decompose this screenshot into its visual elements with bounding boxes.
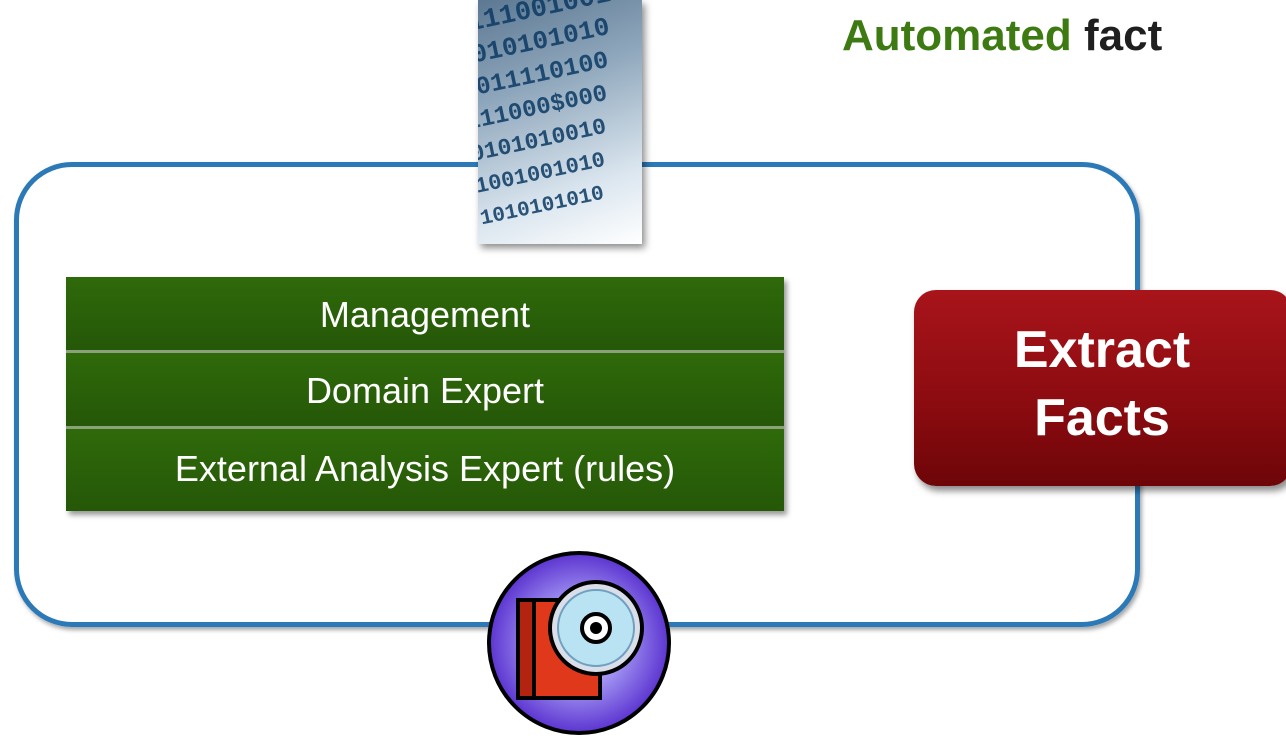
extract-label-line1: Extract — [1013, 321, 1191, 379]
binary-data-image: 11110010010 0010101010 1011110100 111000… — [478, 0, 642, 244]
layer-management: Management — [66, 277, 784, 353]
slide-title: Automated fact — [842, 8, 1162, 64]
title-rest: fact — [1084, 11, 1163, 60]
expert-layer-stack: Management Domain Expert External Analys… — [66, 277, 784, 511]
cd-disc-icon — [487, 551, 671, 735]
layer-domain-expert: Domain Expert — [66, 353, 784, 429]
extract-label-line2: Facts — [1034, 389, 1170, 447]
extract-facts-box: Extract Facts — [914, 290, 1286, 486]
layer-external-analysis-expert: External Analysis Expert (rules) — [66, 429, 784, 511]
title-highlight: Automated — [842, 11, 1072, 60]
